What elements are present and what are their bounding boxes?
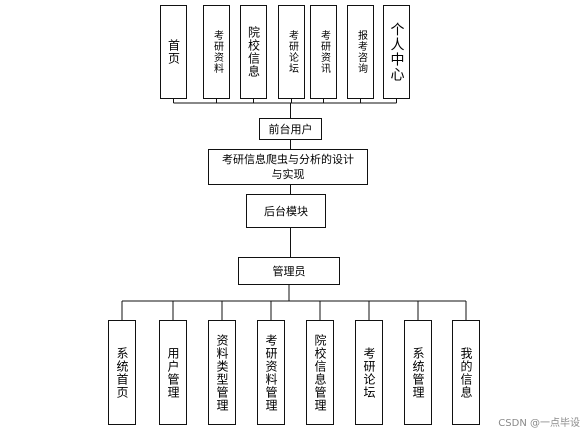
module-school-info-mgmt: 院校信息管理 [306, 320, 334, 425]
node-frontend-user-label: 前台用户 [268, 122, 313, 136]
module-exam-forum: 考研论坛 [278, 5, 305, 99]
module-exam-consult-label: 报考咨询 [355, 30, 367, 74]
module-exam-news: 考研资讯 [310, 5, 337, 99]
module-exam-consult: 报考咨询 [347, 5, 374, 99]
module-admin-forum: 考研论坛 [355, 320, 383, 425]
module-exam-materials: 考研资料 [203, 5, 230, 99]
module-exam-material-mgmt-label: 考研资料管理 [264, 333, 278, 412]
node-backend-module: 后台模块 [246, 194, 326, 228]
module-school-info: 院校信息 [240, 5, 267, 99]
module-system-mgmt: 系统管理 [404, 320, 432, 425]
node-backend-module-label: 后台模块 [264, 204, 308, 218]
module-personal-center: 个人中心 [383, 5, 410, 99]
node-system-title: 考研信息爬虫与分析的设计与实现 [208, 149, 368, 185]
module-home: 首页 [160, 5, 187, 99]
node-admin-label: 管理员 [272, 264, 306, 278]
module-school-info-mgmt-label: 院校信息管理 [313, 333, 327, 412]
module-my-info-label: 我的信息 [459, 346, 473, 399]
module-home-label: 首页 [166, 39, 181, 65]
module-user-mgmt-label: 用户管理 [166, 346, 180, 399]
csdn-watermark: CSDN @一点毕设 [498, 418, 580, 429]
module-exam-material-mgmt: 考研资料管理 [257, 320, 285, 425]
module-exam-forum-label: 考研论坛 [286, 30, 298, 74]
module-personal-center-label: 个人中心 [388, 22, 405, 82]
module-user-mgmt: 用户管理 [159, 320, 187, 425]
module-exam-materials-label: 考研资料 [211, 30, 223, 74]
module-system-home-label: 系统首页 [115, 346, 129, 399]
module-material-type-mgmt: 资料类型管理 [208, 320, 236, 425]
module-my-info: 我的信息 [452, 320, 480, 425]
node-frontend-user: 前台用户 [259, 118, 322, 140]
node-system-title-label: 考研信息爬虫与分析的设计与实现 [222, 153, 354, 181]
module-system-mgmt-label: 系统管理 [411, 346, 425, 399]
module-admin-forum-label: 考研论坛 [362, 346, 376, 399]
module-material-type-mgmt-label: 资料类型管理 [215, 333, 229, 412]
module-school-info-label: 院校信息 [246, 26, 261, 78]
node-admin: 管理员 [238, 257, 340, 285]
module-system-home: 系统首页 [108, 320, 136, 425]
module-exam-news-label: 考研资讯 [318, 30, 330, 74]
